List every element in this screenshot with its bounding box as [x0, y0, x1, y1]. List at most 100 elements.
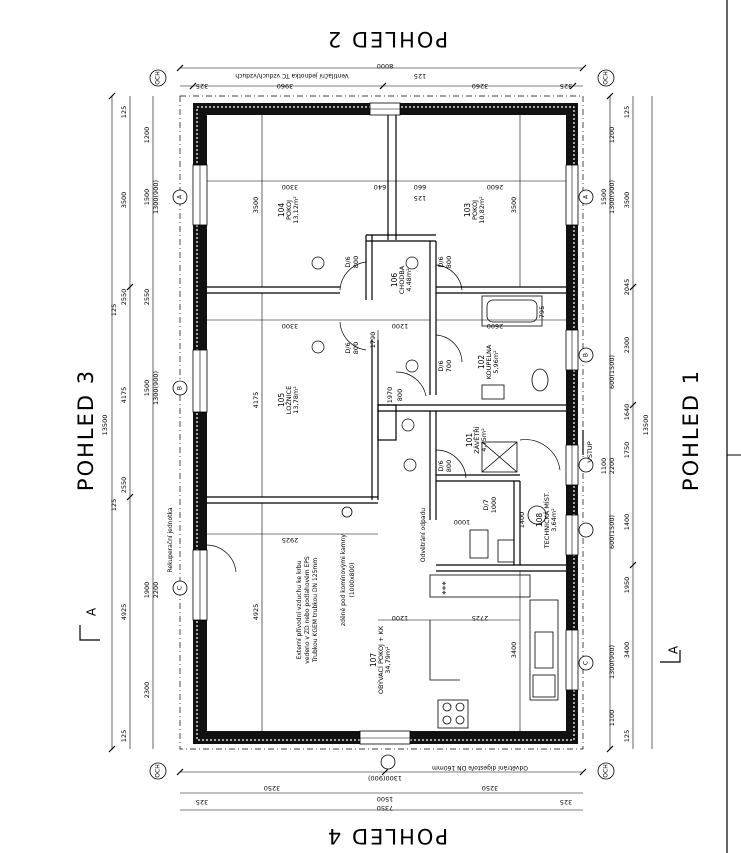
cooktop-ring [442, 702, 452, 712]
service-shaft [377, 404, 397, 441]
room-number: 105 [277, 393, 286, 408]
dim-label: 125 [120, 730, 128, 742]
door-size: 700 [445, 360, 453, 372]
dim-label: 13500 [101, 415, 109, 436]
wall-101-left [429, 411, 437, 520]
view-label-top: POHLED 2 [326, 27, 448, 51]
room-area: 4,48m² [405, 268, 413, 292]
dim-label: 125 [414, 72, 426, 80]
interior-walls [207, 115, 566, 572]
kitchen-counter-top [429, 574, 531, 598]
dim-label: 3400 [510, 642, 518, 659]
wall-105-bottom [207, 496, 378, 504]
dim-tick [108, 745, 116, 753]
axis-bubble [578, 347, 594, 363]
door-swings [206, 261, 561, 573]
cooktop-ring [442, 715, 452, 725]
cooktop-ring [455, 702, 465, 712]
view-label-left: POHLED 3 [74, 369, 98, 491]
section-markers [79, 430, 681, 663]
dim-tick [569, 82, 577, 90]
dim-label: 3260 [472, 82, 489, 90]
room-name: POKOJ [285, 200, 293, 220]
wall-101-top [378, 404, 566, 412]
dim-label: 1500 [377, 795, 394, 803]
axis-bubble [578, 457, 594, 473]
dim-label: 2200 [608, 458, 616, 475]
note-line: vedeno v ZD nebo podlahovém EPS [304, 556, 311, 664]
room-area: 5,96m² [492, 350, 500, 374]
door-label-2: D/6 800 [437, 256, 453, 268]
section-label-left: A [85, 607, 99, 616]
door-label-4: D/6 700 [437, 360, 453, 372]
och-label: OCH [155, 764, 162, 777]
door-swing [435, 449, 467, 479]
dim-label: 1100 [600, 458, 608, 475]
dim-tick [176, 768, 184, 776]
dim-label: 1640 [623, 404, 631, 421]
door-size: 800 [352, 256, 360, 268]
dim-label: 1970 [386, 387, 394, 404]
bathtub [481, 295, 543, 327]
room-name: OBÝVACÍ POKOJ + KK [376, 625, 385, 694]
dim-label: 3250 [264, 784, 281, 792]
dim-tick [629, 561, 637, 569]
grid-bubbles [149, 69, 615, 780]
fixtures [341, 295, 559, 729]
door-tags [311, 256, 419, 472]
room-number: 101 [465, 433, 474, 448]
wall-104-103 [387, 115, 397, 240]
axis-label: A [583, 194, 590, 199]
dim-tick [126, 283, 134, 291]
wall-105-right [371, 340, 379, 500]
boiler [527, 505, 547, 525]
door-swing [435, 264, 463, 291]
axis-bubble [578, 655, 594, 671]
dim-label: 1200 [392, 322, 409, 330]
dim-label: 1300(900) [368, 774, 402, 782]
dim-label: 1950 [623, 577, 631, 594]
room-108: 108 TECHNICKÁ MÍST. 3,64m² [535, 492, 558, 549]
roof-outline [179, 95, 584, 750]
room-name: LOŽNICE [284, 386, 293, 414]
dim-label: 3500 [120, 192, 128, 209]
dim-label: 1500 [600, 189, 608, 206]
axis-bubble [578, 522, 594, 538]
cooktop-ring [455, 715, 465, 725]
dim-label: 125 [110, 304, 118, 316]
door-swing [206, 544, 237, 573]
dim-label: 4175 [252, 392, 260, 409]
wall-104-bottom [207, 286, 340, 294]
wc [531, 368, 549, 392]
och-label: OCH [603, 764, 610, 777]
dim-label: 325 [196, 798, 208, 806]
dim-label: 7350 [377, 804, 394, 812]
room-101: 101 ZÁVĚTŘÍ 4,75m² [465, 426, 488, 454]
door-swing [395, 371, 427, 397]
och-bubble [597, 762, 615, 780]
dim-tick [579, 64, 587, 72]
note-external-air: Externí přívodní vzduchu ke krbu vedeno … [296, 556, 319, 664]
och-bubble [149, 69, 167, 87]
dim-label: 2550 [143, 289, 151, 306]
dim-label: 660 [414, 183, 426, 191]
dim-tick [381, 768, 389, 776]
axis-bubble [172, 380, 188, 396]
room-number: 104 [277, 203, 286, 218]
dim-label: 125 [623, 106, 631, 118]
room-area: 13,12m² [292, 196, 300, 224]
room-name: POKOJ [471, 200, 479, 220]
room-106: 106 CHODBA 4,48m² [390, 265, 413, 294]
fridge [532, 674, 556, 698]
dim-label: 125 [414, 194, 426, 202]
dim-label: 795 [538, 306, 546, 318]
dim-label: 1500 [143, 380, 151, 397]
room-105: 105 LOŽNICE 13,78m² [277, 386, 300, 414]
view-label-right: POHLED 1 [679, 369, 703, 491]
dim-tick [176, 64, 184, 72]
note-line: zděné pod komínovými kamny [340, 534, 347, 626]
note-vent-bottom: Odvětrání digestoře DN 160mm [432, 764, 528, 771]
room-104: 104 POKOJ 13,12m² [277, 196, 300, 224]
dim-label: 3960 [277, 82, 294, 90]
